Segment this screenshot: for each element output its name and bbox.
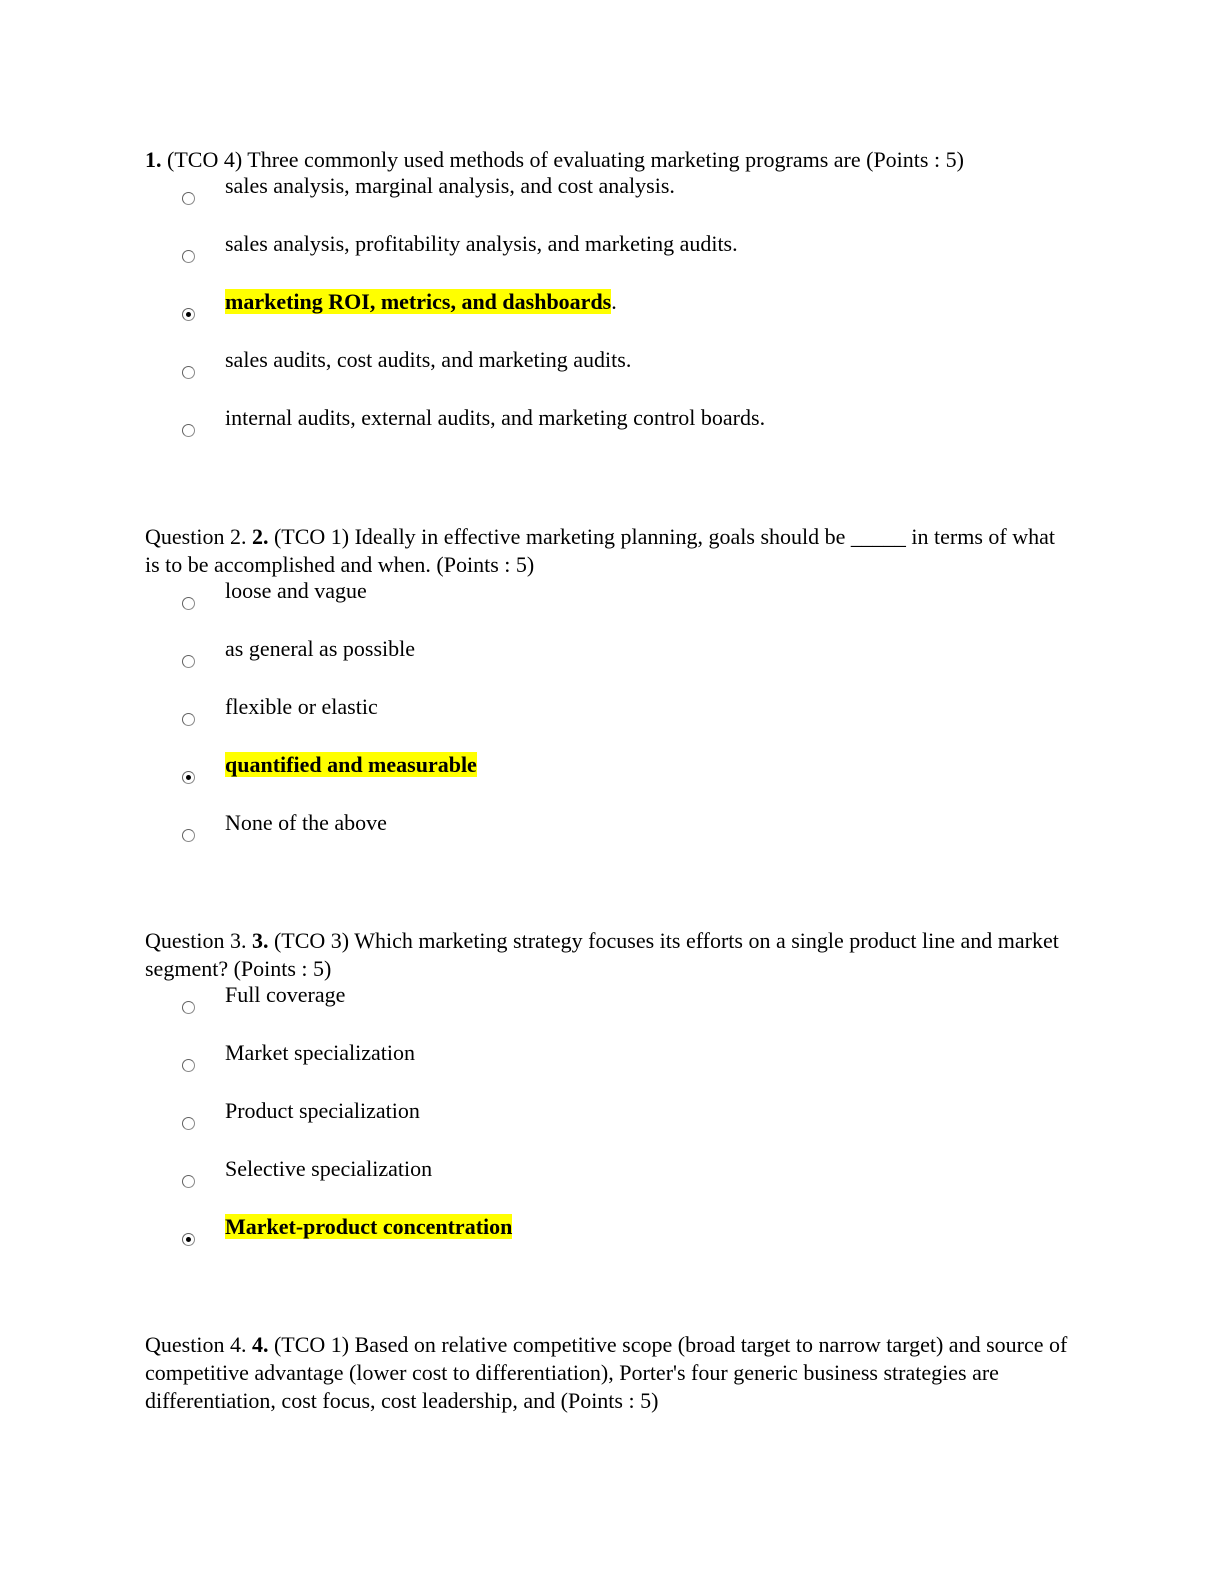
answer-option-selected[interactable]: marketing ROI, metrics, and dashboards. — [145, 289, 1075, 348]
answer-label: flexible or elastic — [225, 694, 378, 719]
answer-option-selected[interactable]: Market-product concentration — [145, 1214, 1075, 1273]
answer-label-highlighted: marketing ROI, metrics, and dashboards. — [225, 289, 617, 314]
question-text: Question 2. 2. (TCO 1) Ideally in effect… — [145, 523, 1075, 579]
answer-option[interactable]: sales analysis, marginal analysis, and c… — [145, 173, 1075, 232]
question-body: (TCO 4) Three commonly used methods of e… — [161, 147, 964, 172]
question-text: 1. (TCO 4) Three commonly used methods o… — [145, 146, 1075, 174]
question-4: Question 4. 4. (TCO 1) Based on relative… — [145, 1331, 1075, 1415]
radio-button[interactable] — [182, 1001, 195, 1014]
radio-button[interactable] — [182, 1175, 195, 1188]
answer-label-highlighted: Market-product concentration — [225, 1214, 513, 1239]
question-number: 2. — [251, 524, 269, 549]
question-number: 3. — [251, 928, 269, 953]
answer-label: None of the above — [225, 810, 387, 835]
answer-label: Product specialization — [225, 1098, 420, 1123]
radio-button[interactable] — [182, 597, 195, 610]
radio-button[interactable] — [182, 713, 195, 726]
question-number: 4. — [251, 1332, 269, 1357]
answer-options: Full coverage Market specialization Prod… — [145, 982, 1075, 1273]
question-body: (TCO 3) Which marketing strategy focuses… — [145, 928, 1059, 981]
answer-label: as general as possible — [225, 636, 415, 661]
question-body: (TCO 1) Based on relative competitive sc… — [145, 1332, 1068, 1413]
answer-options: loose and vague as general as possible f… — [145, 578, 1075, 869]
answer-label: internal audits, external audits, and ma… — [225, 405, 766, 430]
question-3: Question 3. 3. (TCO 3) Which marketing s… — [145, 927, 1075, 1273]
radio-button[interactable] — [182, 829, 195, 842]
radio-button[interactable] — [182, 250, 195, 263]
answer-option[interactable]: sales audits, cost audits, and marketing… — [145, 347, 1075, 406]
answer-options: sales analysis, marginal analysis, and c… — [145, 173, 1075, 464]
answer-option[interactable]: as general as possible — [145, 636, 1075, 695]
question-prefix: Question 4. — [145, 1332, 252, 1357]
answer-label: sales analysis, profitability analysis, … — [225, 231, 738, 256]
answer-label-highlighted: quantified and measurable — [225, 752, 477, 777]
answer-option[interactable]: sales analysis, profitability analysis, … — [145, 231, 1075, 290]
radio-button-checked[interactable] — [182, 771, 195, 784]
answer-option[interactable]: internal audits, external audits, and ma… — [145, 405, 1075, 464]
question-text: Question 3. 3. (TCO 3) Which marketing s… — [145, 927, 1075, 983]
question-2: Question 2. 2. (TCO 1) Ideally in effect… — [145, 523, 1075, 869]
answer-label: sales analysis, marginal analysis, and c… — [225, 173, 675, 198]
answer-option[interactable]: Market specialization — [145, 1040, 1075, 1099]
answer-label: loose and vague — [225, 578, 367, 603]
question-number: 1. — [145, 147, 162, 172]
radio-button[interactable] — [182, 366, 195, 379]
question-prefix: Question 3. — [145, 928, 252, 953]
answer-label: Full coverage — [225, 982, 346, 1007]
answer-option[interactable]: loose and vague — [145, 578, 1075, 637]
answer-option[interactable]: Product specialization — [145, 1098, 1075, 1157]
radio-button[interactable] — [182, 655, 195, 668]
answer-option[interactable]: Full coverage — [145, 982, 1075, 1041]
question-body: (TCO 1) Ideally in effective marketing p… — [145, 524, 1055, 577]
question-text: Question 4. 4. (TCO 1) Based on relative… — [145, 1331, 1075, 1415]
answer-option[interactable]: Selective specialization — [145, 1156, 1075, 1215]
answer-option[interactable]: flexible or elastic — [145, 694, 1075, 753]
answer-label: sales audits, cost audits, and marketing… — [225, 347, 632, 372]
radio-button-checked[interactable] — [182, 308, 195, 321]
answer-label: Market specialization — [225, 1040, 415, 1065]
radio-button[interactable] — [182, 192, 195, 205]
answer-option[interactable]: None of the above — [145, 810, 1075, 869]
answer-label: Selective specialization — [225, 1156, 433, 1181]
answer-option-selected[interactable]: quantified and measurable — [145, 752, 1075, 811]
radio-button-checked[interactable] — [182, 1233, 195, 1246]
radio-button[interactable] — [182, 424, 195, 437]
question-prefix: Question 2. — [145, 524, 252, 549]
question-1: 1. (TCO 4) Three commonly used methods o… — [145, 146, 1075, 464]
radio-button[interactable] — [182, 1059, 195, 1072]
radio-button[interactable] — [182, 1117, 195, 1130]
